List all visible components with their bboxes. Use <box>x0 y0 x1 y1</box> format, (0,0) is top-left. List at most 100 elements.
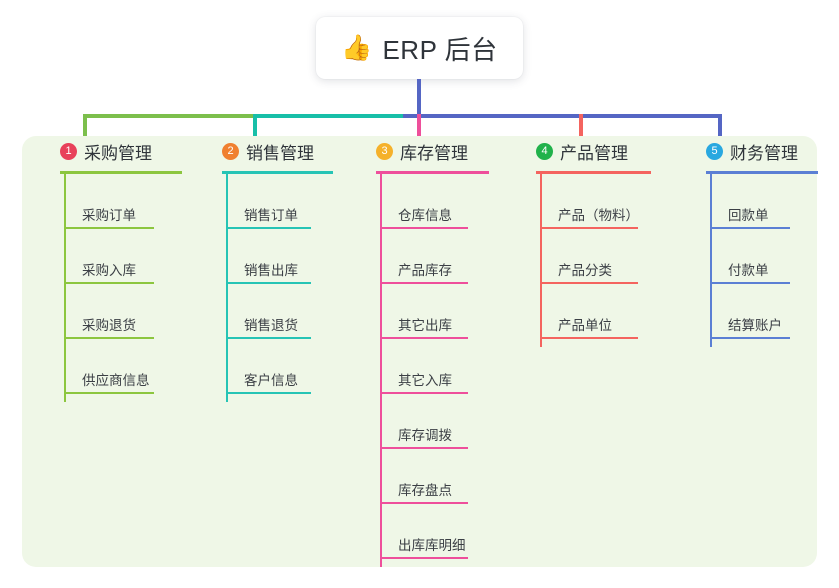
root-node-title: ERP 后台 <box>382 34 498 65</box>
leaf-node[interactable]: 库存调拨 <box>362 402 542 457</box>
branch-header-3[interactable]: 3 库存管理 <box>362 136 542 166</box>
leaf-node-rule <box>64 337 154 339</box>
leaf-node-label: 出库库明细 <box>398 538 466 553</box>
leaf-node-rule <box>380 337 468 339</box>
leaf-node[interactable]: 销售订单 <box>208 182 378 237</box>
leaf-node-label: 其它出库 <box>398 318 452 333</box>
leaf-node-rule <box>380 502 468 504</box>
leaf-node[interactable]: 产品（物料） <box>522 182 702 237</box>
leaf-node-rule <box>540 227 638 229</box>
leaf-node[interactable]: 供应商信息 <box>46 347 216 402</box>
leaf-node-label: 供应商信息 <box>82 373 150 388</box>
leaf-node[interactable]: 仓库信息 <box>362 182 542 237</box>
leaf-node-label: 库存盘点 <box>398 483 452 498</box>
branch-title-4: 产品管理 <box>560 143 628 163</box>
thumbs-up-icon: 👍 <box>341 33 373 62</box>
branch-badge-3: 3 <box>376 142 393 160</box>
branch-header-2[interactable]: 2 销售管理 <box>208 136 378 166</box>
leaf-node-rule <box>380 557 468 559</box>
branch-rule-5 <box>706 171 818 174</box>
branch-leaves-5: 回款单付款单结算账户 <box>692 174 839 347</box>
leaf-node-rule <box>710 282 790 284</box>
branch-title-5: 财务管理 <box>730 143 798 163</box>
leaf-node-rule <box>540 337 638 339</box>
branch-column-1: 1 采购管理 采购订单采购入库采购退货供应商信息 <box>46 136 216 402</box>
branch-column-4: 4 产品管理 产品（物料） 产品分类产品单位 <box>522 136 702 347</box>
branch-badge-5: 5 <box>706 142 723 160</box>
root-node-card[interactable]: 👍 ERP 后台 <box>316 17 523 79</box>
leaf-node[interactable]: 采购入库 <box>46 237 216 292</box>
branch-column-2: 2 销售管理 销售订单销售出库销售退货客户信息 <box>208 136 378 402</box>
branch-leaves-2: 销售订单销售出库销售退货客户信息 <box>208 174 378 402</box>
branch-rule-3 <box>376 171 489 174</box>
leaf-node-rule <box>540 282 638 284</box>
leaf-node-rule <box>64 392 154 394</box>
branch-title-1: 采购管理 <box>84 143 152 163</box>
leaf-node-label: 库存调拨 <box>398 428 452 443</box>
leaf-node-rule <box>226 337 311 339</box>
leaf-node[interactable]: 采购退货 <box>46 292 216 347</box>
branch-badge-1: 1 <box>60 142 77 160</box>
branch-trunk-2 <box>226 174 228 402</box>
leaf-node-label: 其它入库 <box>398 373 452 388</box>
leaf-node-label: 采购入库 <box>82 263 136 278</box>
leaf-node-rule <box>380 447 468 449</box>
leaf-node[interactable]: 客户信息 <box>208 347 378 402</box>
branch-header-5[interactable]: 5 财务管理 <box>692 136 839 166</box>
leaf-node-rule <box>380 392 468 394</box>
leaf-node-rule <box>380 227 468 229</box>
leaf-node-rule <box>226 227 311 229</box>
leaf-node[interactable]: 结算账户 <box>692 292 839 347</box>
branch-rule-2 <box>222 171 333 174</box>
leaf-node-label: 销售出库 <box>244 263 298 278</box>
branch-leaves-1: 采购订单采购入库采购退货供应商信息 <box>46 174 216 402</box>
leaf-node[interactable]: 采购订单 <box>46 182 216 237</box>
leaf-node-label: 销售退货 <box>244 318 298 333</box>
connector-stem <box>417 79 421 116</box>
branch-title-3: 库存管理 <box>400 143 468 163</box>
branch-leaves-3: 仓库信息产品库存其它出库其它入库库存调拨库存盘点出库库明细 <box>362 174 542 567</box>
branch-trunk-3 <box>380 174 382 567</box>
leaf-node-label: 销售订单 <box>244 208 298 223</box>
leaf-node[interactable]: 其它出库 <box>362 292 542 347</box>
leaf-node-rule <box>64 282 154 284</box>
branch-column-5: 5 财务管理 回款单付款单结算账户 <box>692 136 839 347</box>
branch-trunk-4 <box>540 174 542 347</box>
branch-badge-2: 2 <box>222 142 239 160</box>
leaf-node-label: 采购订单 <box>82 208 136 223</box>
leaf-node[interactable]: 产品单位 <box>522 292 702 347</box>
leaf-node-label: 产品库存 <box>398 263 452 278</box>
branch-header-4[interactable]: 4 产品管理 <box>522 136 702 166</box>
leaf-node-rule <box>710 227 790 229</box>
branch-trunk-1 <box>64 174 66 402</box>
branch-header-1[interactable]: 1 采购管理 <box>46 136 216 166</box>
connector-bus-green <box>83 114 405 118</box>
diagram-panel: 1 采购管理 采购订单采购入库采购退货供应商信息 2 销售管理 销售订单销售出库… <box>22 136 818 567</box>
leaf-node[interactable]: 出库库明细 <box>362 512 542 567</box>
branch-trunk-5 <box>710 174 712 347</box>
branch-rule-1 <box>60 171 182 174</box>
leaf-node[interactable]: 库存盘点 <box>362 457 542 512</box>
leaf-node[interactable]: 其它入库 <box>362 347 542 402</box>
leaf-node-rule <box>380 282 468 284</box>
leaf-node-label: 产品分类 <box>558 263 612 278</box>
leaf-node[interactable]: 回款单 <box>692 182 839 237</box>
leaf-node[interactable]: 销售退货 <box>208 292 378 347</box>
connector-bus-teal <box>253 114 423 118</box>
leaf-node[interactable]: 付款单 <box>692 237 839 292</box>
branch-rule-4 <box>536 171 651 174</box>
leaf-node[interactable]: 产品分类 <box>522 237 702 292</box>
branch-column-3: 3 库存管理 仓库信息产品库存其它出库其它入库库存调拨库存盘点出库库明细 <box>362 136 542 567</box>
leaf-node-label: 客户信息 <box>244 373 298 388</box>
branch-leaves-4: 产品（物料） 产品分类产品单位 <box>522 174 702 347</box>
leaf-node-label: 付款单 <box>728 263 769 278</box>
leaf-node-rule <box>226 282 311 284</box>
branch-badge-4: 4 <box>536 142 553 160</box>
branch-title-2: 销售管理 <box>246 143 314 163</box>
leaf-node[interactable]: 销售出库 <box>208 237 378 292</box>
leaf-node-label: 回款单 <box>728 208 769 223</box>
leaf-node-label: 结算账户 <box>728 318 782 333</box>
leaf-node[interactable]: 产品库存 <box>362 237 542 292</box>
leaf-node-label: 产品（物料） <box>558 208 639 223</box>
